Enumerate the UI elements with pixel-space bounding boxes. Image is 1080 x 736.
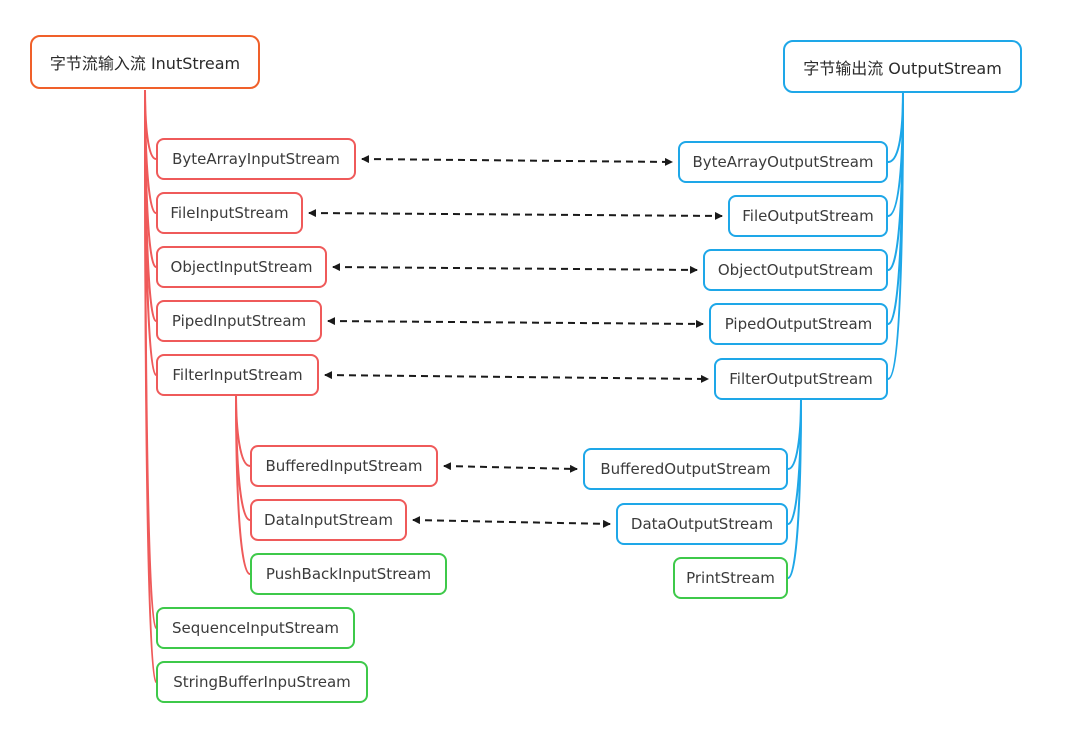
output-connector-print	[787, 399, 802, 579]
input-node-file: FileInputStream	[156, 192, 303, 234]
pair-arrow-data	[412, 516, 611, 528]
output-stream-root-node: 字节输出流 OutputStream	[783, 40, 1022, 93]
input-node-sequence: SequenceInputStream	[156, 607, 355, 649]
output-tree-connectors	[787, 91, 904, 579]
output-connector-filter	[887, 91, 904, 380]
output-node-object: ObjectOutputStream	[703, 249, 888, 291]
input-node-buffered: BufferedInputStream	[250, 445, 438, 487]
output-node-piped: PipedOutputStream	[709, 303, 888, 345]
pair-arrow-object	[332, 263, 698, 274]
output-node-print: PrintStream	[673, 557, 788, 599]
input-node-pushback: PushBackInputStream	[250, 553, 447, 595]
pair-arrow-buffered	[443, 462, 578, 473]
input-node-stringbuffer: StringBufferInpuStream	[156, 661, 368, 703]
input-connector-pushback	[235, 393, 251, 575]
input-node-data: DataInputStream	[250, 499, 407, 541]
output-node-filter: FilterOutputStream	[714, 358, 888, 400]
pair-arrow-filter	[324, 371, 709, 383]
output-connector-bytearray	[887, 91, 904, 163]
output-node-data: DataOutputStream	[616, 503, 788, 545]
input-tree-connectors	[144, 89, 251, 683]
input-node-piped: PipedInputStream	[156, 300, 322, 342]
input-stream-root-node: 字节流输入流 InutStream	[30, 35, 260, 89]
output-node-buffered: BufferedOutputStream	[583, 448, 788, 490]
output-node-bytearray: ByteArrayOutputStream	[678, 141, 888, 183]
pair-arrow-bytearray	[361, 155, 673, 166]
pair-arrow-piped	[327, 317, 704, 328]
input-node-object: ObjectInputStream	[156, 246, 327, 288]
input-node-filter: FilterInputStream	[156, 354, 319, 396]
input-node-bytearray: ByteArrayInputStream	[156, 138, 356, 180]
input-connector-stringbuffer	[144, 89, 157, 683]
output-node-file: FileOutputStream	[728, 195, 888, 237]
pair-arrow-file	[308, 209, 723, 220]
pair-arrows	[308, 155, 723, 528]
